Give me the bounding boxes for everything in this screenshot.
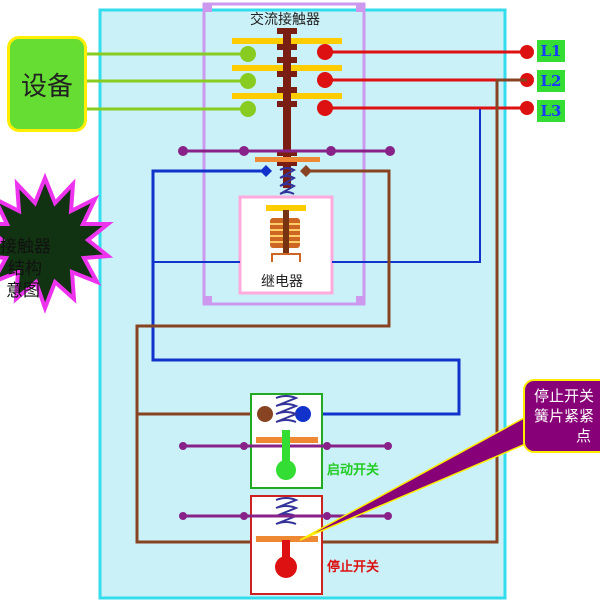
stop-button-knob[interactable] <box>275 556 297 578</box>
terminal-l2[interactable]: L2 <box>537 70 565 92</box>
starburst <box>0 172 114 314</box>
callout-line-3: 点 <box>576 427 592 445</box>
relay-label: 继电器 <box>261 274 303 290</box>
blue-control-wire <box>151 169 461 416</box>
aux-contact-dots <box>178 146 395 156</box>
stop-switch-label: 停止开关 <box>327 560 380 575</box>
callout-line-1: 停止开关 <box>534 387 595 405</box>
starburst-line-3: 意图 <box>6 281 40 301</box>
starburst-line-2: 结构 <box>8 259 42 279</box>
start-button-knob[interactable] <box>276 460 296 480</box>
shaft-collars <box>277 28 297 166</box>
input-contact-dots <box>240 46 256 117</box>
terminal-l3[interactable]: L3 <box>537 100 565 122</box>
contactor-frame <box>202 2 366 306</box>
callout-line-2: 簧片紧紧 <box>534 407 595 425</box>
contactor-spring <box>279 167 297 195</box>
device-label: 设备 <box>20 71 73 102</box>
device-box: 设备 <box>7 36 87 132</box>
contactor-shaft <box>283 28 291 188</box>
output-wires <box>325 50 527 110</box>
terminal-l1[interactable]: L1 <box>537 40 565 62</box>
brown-control-wire <box>135 169 391 416</box>
frame-corners <box>204 4 364 304</box>
starburst-line-1: 接触器 <box>0 237 51 257</box>
start-switch-label: 启动开关 <box>327 463 380 478</box>
callout-box <box>523 379 600 453</box>
contactor-title: 交流接触器 <box>250 12 320 28</box>
starburst-text: 接触器 结构 意图 <box>0 236 80 302</box>
relay-coil <box>270 210 300 254</box>
output-contact-dots <box>317 44 534 116</box>
callout-text: 停止开关 簧片紧紧 点 <box>528 386 600 446</box>
aux-contact-bar <box>255 157 320 162</box>
input-wires <box>87 52 248 111</box>
